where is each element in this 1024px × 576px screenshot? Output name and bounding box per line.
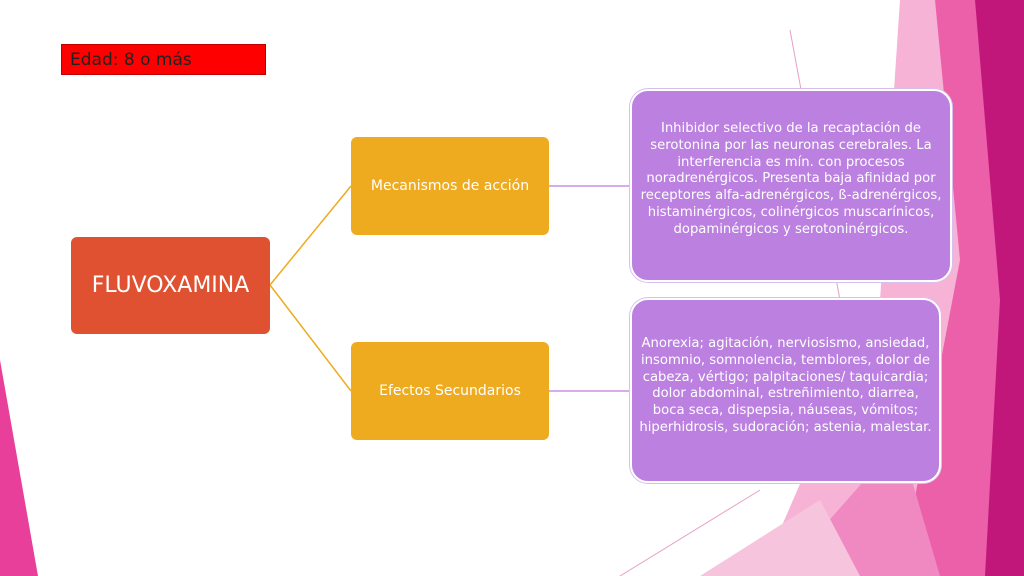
detail-node-side-effects: Anorexia; agitación, nerviosismo, ansied… bbox=[630, 298, 941, 483]
thin-diagonal-line-2 bbox=[619, 489, 761, 576]
detail-node-mechanisms: Inhibidor selectivo de la recaptación de… bbox=[630, 89, 952, 282]
root-node-label: FLUVOXAMINA bbox=[91, 273, 250, 298]
branch-node-side-effects-label: Efectos Secundarios bbox=[379, 383, 521, 399]
branch-node-side-effects: Efectos Secundarios bbox=[351, 342, 549, 440]
age-label: Edad: 8 o más bbox=[61, 44, 266, 75]
bottom-light-wedge bbox=[700, 500, 860, 576]
left-pink-wedge bbox=[0, 360, 38, 576]
right-magenta-band bbox=[975, 0, 1024, 576]
detail-node-side-effects-text: Anorexia; agitación, nerviosismo, ansied… bbox=[639, 336, 932, 435]
detail-node-mechanisms-text: Inhibidor selectivo de la recaptación de… bbox=[640, 121, 942, 237]
branch-node-mechanisms-label: Mecanismos de acción bbox=[370, 178, 530, 194]
branch-node-mechanisms: Mecanismos de acción bbox=[351, 137, 549, 235]
root-node: FLUVOXAMINA bbox=[71, 237, 270, 334]
